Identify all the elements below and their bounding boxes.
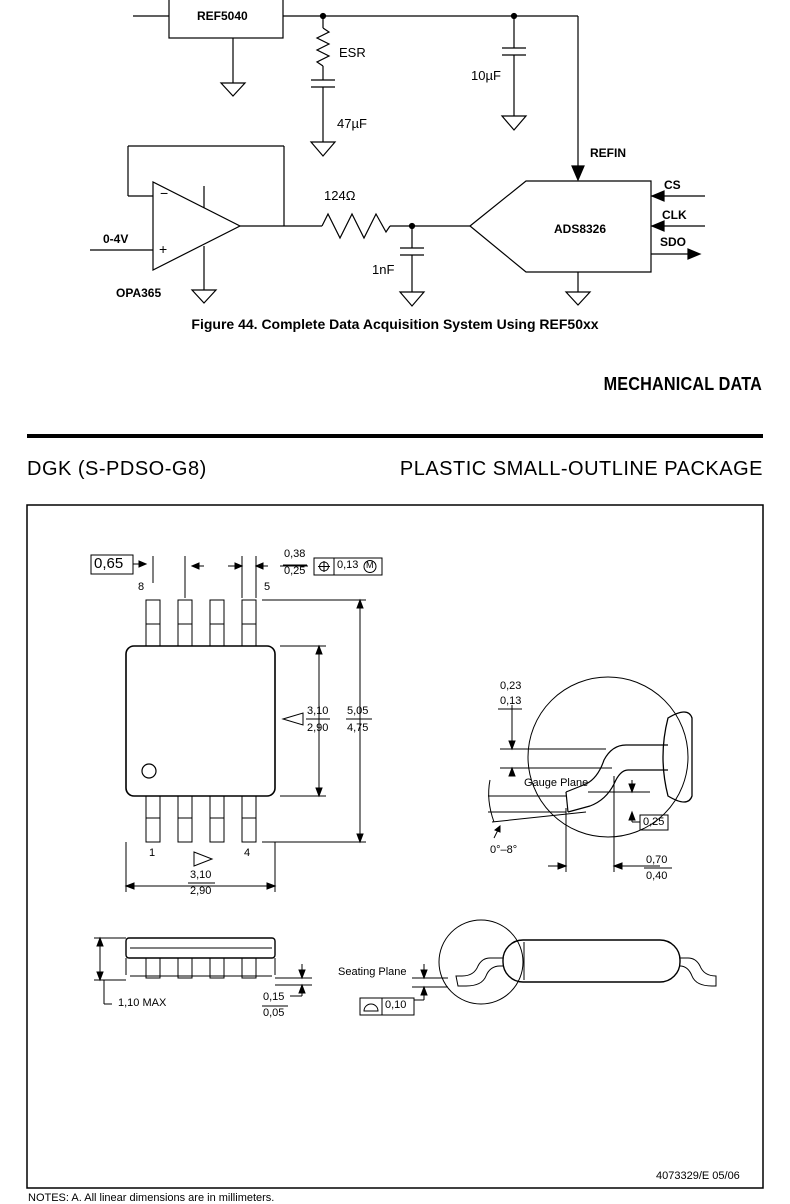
tolerance-value: 0,13 bbox=[337, 559, 359, 571]
drawing-frame bbox=[26, 504, 764, 1189]
section-divider bbox=[27, 434, 763, 438]
height-max: 1,10 MAX bbox=[118, 997, 167, 1009]
cap-1n-label: 1nF bbox=[372, 262, 395, 277]
detail-circle bbox=[527, 676, 689, 838]
pin5-label: 5 bbox=[264, 581, 271, 593]
cs-label: CS bbox=[664, 178, 681, 192]
notes-text: NOTES: A. All linear dimensions are in m… bbox=[28, 1192, 275, 1204]
foot-length-min: 0,40 bbox=[646, 870, 668, 882]
tolerance-frame bbox=[313, 557, 383, 576]
coplanarity-value: 0,10 bbox=[385, 999, 407, 1011]
figure-caption: Figure 44. Complete Data Acquisition Sys… bbox=[191, 316, 599, 332]
detail-callout-circle bbox=[438, 919, 524, 1005]
input-label: 0-4V bbox=[103, 232, 129, 246]
gauge-plane-label: Gauge Plane bbox=[524, 777, 589, 789]
opamp-plus-label: + bbox=[159, 241, 168, 257]
standoff-max: 0,15 bbox=[263, 991, 285, 1003]
seating-plane-label: Seating Plane bbox=[338, 966, 407, 978]
adc-label: ADS8326 bbox=[554, 222, 607, 236]
opamp-minus-label: − bbox=[160, 185, 169, 201]
gauge-value: 0,25 bbox=[643, 816, 665, 828]
refin-label: REFIN bbox=[590, 146, 626, 160]
overall-min: 4,75 bbox=[347, 722, 369, 734]
lead-thickness-min: 0,13 bbox=[500, 695, 522, 707]
schematic-diagram bbox=[90, 0, 705, 307]
opamp-symbol bbox=[152, 181, 242, 271]
standoff-min: 0,05 bbox=[263, 1007, 285, 1019]
opamp-label: OPA365 bbox=[116, 286, 162, 300]
esr-label: ESR bbox=[339, 45, 366, 60]
package-body-top bbox=[125, 645, 276, 797]
foot-length-max: 0,70 bbox=[646, 854, 668, 866]
body-length-min: 2,90 bbox=[190, 885, 212, 897]
ref-chip-label: REF5040 bbox=[197, 9, 248, 23]
body-length-max: 3,10 bbox=[190, 869, 212, 881]
angle-label: 0°–8° bbox=[490, 844, 518, 856]
body-width-min: 2,90 bbox=[307, 722, 329, 734]
clk-label: CLK bbox=[662, 208, 687, 222]
body-width-max: 3,10 bbox=[307, 705, 329, 717]
pin4-label: 4 bbox=[244, 847, 251, 859]
lead-width-max: 0,38 bbox=[284, 548, 306, 560]
coplanarity-frame bbox=[359, 997, 415, 1016]
lead-width-min: 0,25 bbox=[284, 565, 306, 577]
section-title: MECHANICAL DATA bbox=[603, 374, 762, 394]
cap-47-label: 47µF bbox=[337, 116, 367, 131]
pin1-marker bbox=[141, 763, 157, 779]
resistor-label: 124Ω bbox=[324, 188, 356, 203]
pitch-value: 0,65 bbox=[94, 555, 124, 572]
pin1-label: 1 bbox=[149, 847, 156, 859]
cap-10-label: 10µF bbox=[471, 68, 501, 83]
sdo-label: SDO bbox=[660, 235, 687, 249]
datum-marker-bottom bbox=[193, 851, 214, 867]
datum-marker-right bbox=[281, 712, 304, 726]
tolerance-modifier: M bbox=[366, 560, 374, 570]
overall-max: 5,05 bbox=[347, 705, 369, 717]
package-description: PLASTIC SMALL-OUTLINE PACKAGE bbox=[399, 458, 763, 480]
document-id: 4073329/E 05/06 bbox=[656, 1170, 740, 1182]
package-name: DGK (S-PDSO-G8) bbox=[27, 458, 207, 480]
pin8-label: 8 bbox=[138, 581, 145, 593]
lead-thickness-max: 0,23 bbox=[500, 680, 522, 692]
package-body-side bbox=[125, 937, 276, 959]
